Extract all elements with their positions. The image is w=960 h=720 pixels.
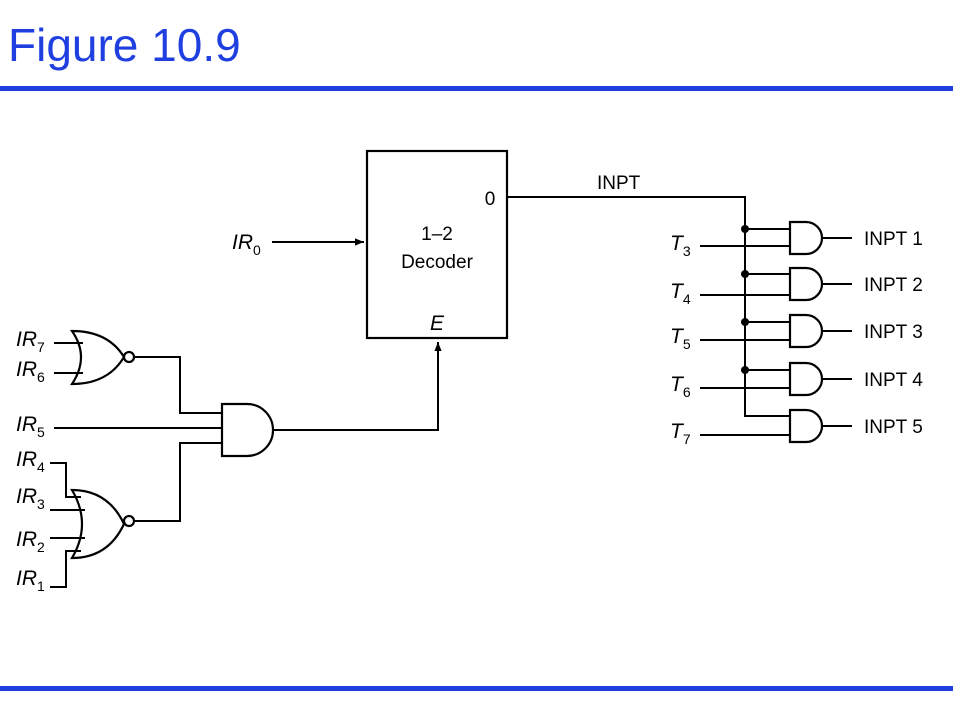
ir4-label: IR4 — [16, 448, 45, 475]
output-label-3: INPT 3 — [864, 322, 923, 343]
output-and-gate-4 — [700, 361, 852, 397]
nor-bottom-to-and-wire — [134, 442, 222, 522]
output-and-gate-1 — [700, 220, 852, 256]
ir5-label: IR5 — [16, 413, 45, 440]
t5-label: T5 — [670, 325, 691, 352]
output-and-gate-3 — [700, 313, 852, 349]
nor-gate-bottom — [70, 488, 126, 560]
output-and-gate-5 — [700, 408, 852, 444]
ir3-label: IR3 — [16, 485, 45, 512]
ir2-label: IR2 — [16, 528, 45, 555]
ir1-wire — [50, 550, 81, 588]
inpt-signal-label: INPT — [597, 173, 641, 194]
output-label-1: INPT 1 — [864, 229, 923, 250]
output-label-5: INPT 5 — [864, 417, 923, 438]
t4-label: T4 — [670, 280, 691, 307]
decoder-output-label: 0 — [485, 189, 496, 210]
and-gate-enable — [220, 402, 275, 458]
ir0-label: IR0 — [232, 231, 261, 258]
output-label-4: INPT 4 — [864, 370, 923, 391]
output-label-2: INPT 2 — [864, 275, 923, 296]
footer-rule — [0, 686, 953, 691]
nor-gate-top — [69, 329, 126, 386]
ir6-label: IR6 — [16, 358, 45, 385]
decoder-enable-label: E — [430, 312, 445, 335]
t7-label: T7 — [670, 420, 691, 447]
inpt-bus-wire — [507, 196, 790, 417]
decoder-name-line2: Decoder — [401, 252, 473, 273]
nor-top-to-and-wire — [134, 356, 222, 414]
t3-label: T3 — [670, 232, 691, 259]
nor-gate-bottom-bubble — [122, 514, 136, 528]
output-and-gate-2 — [700, 266, 852, 302]
ir7-label: IR7 — [16, 328, 45, 355]
title-rule — [0, 86, 953, 91]
and-to-enable-wire — [273, 342, 442, 431]
decoder-block — [365, 149, 509, 340]
nor-gate-top-bubble — [122, 350, 136, 364]
decoder-name-line1: 1–2 — [421, 224, 453, 245]
t6-label: T6 — [670, 373, 691, 400]
slide-title: Figure 10.9 — [8, 19, 241, 71]
ir1-label: IR1 — [16, 567, 45, 594]
ir4-wire — [50, 462, 81, 498]
